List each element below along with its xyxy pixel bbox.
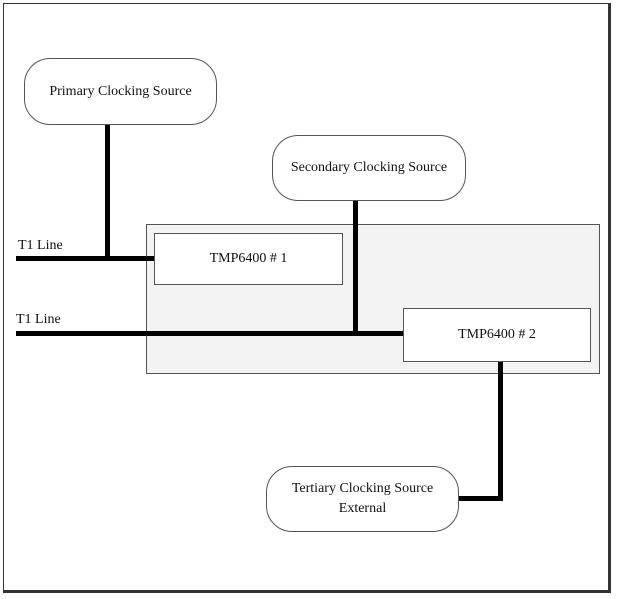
tmp6400-2-box: TMP6400 # 2 — [403, 308, 591, 362]
secondary-clocking-source: Secondary Clocking Source — [272, 135, 466, 201]
tertiary-clocking-source-sublabel: External — [338, 501, 387, 516]
t1-line-bottom-label: T1 Line — [16, 312, 61, 327]
tertiary-label-stack: Tertiary Clocking Source External — [292, 479, 433, 519]
tmp6400-1-box: TMP6400 # 1 — [154, 233, 343, 285]
secondary-connector-vertical — [353, 200, 358, 336]
secondary-clocking-source-label: Secondary Clocking Source — [290, 160, 448, 175]
primary-clocking-source-label: Primary Clocking Source — [49, 83, 192, 99]
tertiary-connector-vertical — [498, 361, 503, 501]
t1-line-top-label: T1 Line — [18, 238, 63, 253]
tertiary-connector-horizontal — [459, 496, 503, 501]
tertiary-clocking-source: Tertiary Clocking Source External — [266, 466, 459, 532]
t1-line-top — [16, 256, 154, 261]
tmp6400-1-label: TMP6400 # 1 — [209, 251, 288, 266]
primary-connector-vertical — [105, 124, 110, 260]
primary-clocking-source: Primary Clocking Source — [24, 58, 217, 125]
tertiary-clocking-source-label: Tertiary Clocking Source — [291, 481, 434, 496]
t1-line-bottom — [16, 331, 403, 336]
tmp6400-2-label: TMP6400 # 2 — [458, 327, 536, 342]
